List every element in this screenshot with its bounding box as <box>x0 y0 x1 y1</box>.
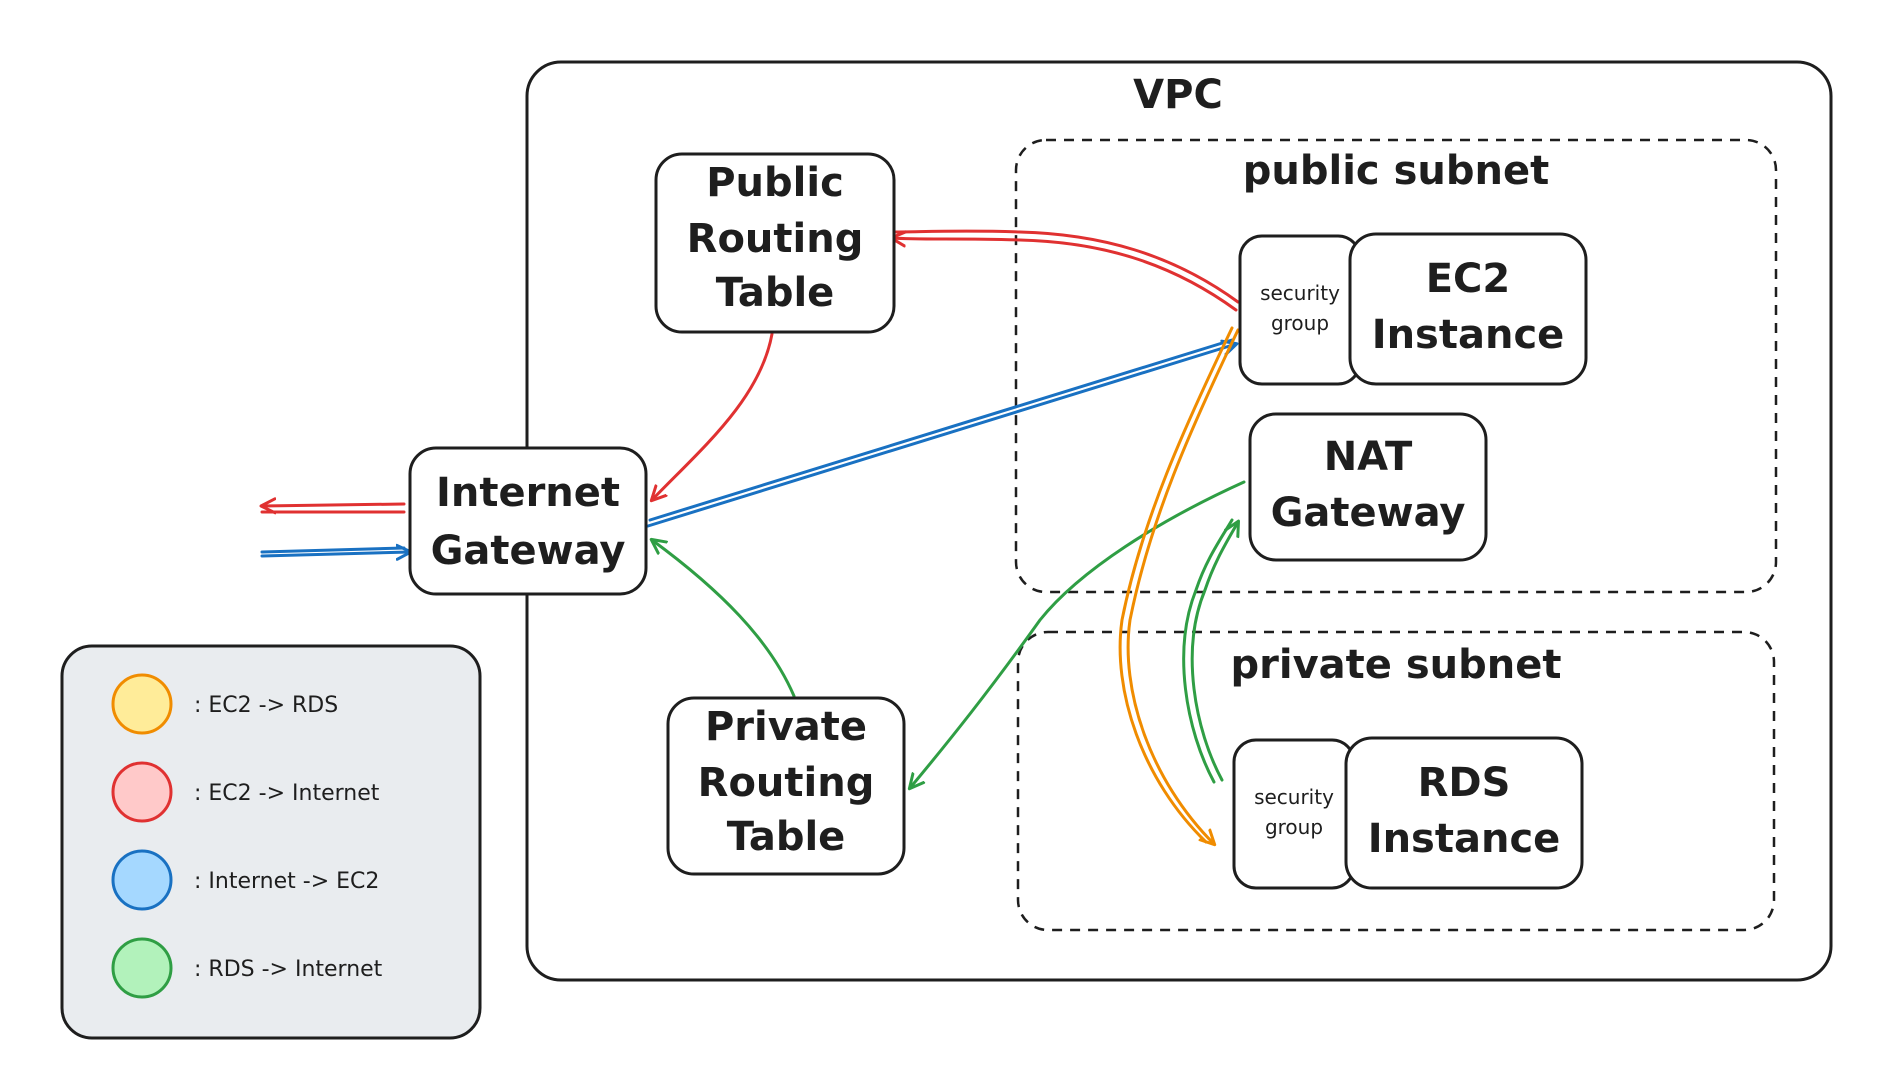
legend: : EC2 -> RDS : EC2 -> Internet : Interne… <box>60 644 482 1040</box>
edge-private-routing-table-to-internet-gateway <box>652 540 796 698</box>
private-routing-table-line2: Routing <box>698 760 875 806</box>
private-routing-table-node[interactable]: Private Routing Table <box>666 696 906 876</box>
ec2-security-group-line2: group <box>1271 311 1329 335</box>
private-routing-table-line3: Table <box>727 814 846 860</box>
rds-security-group-line1: security <box>1254 785 1334 809</box>
nat-gateway-line1: NAT <box>1324 434 1413 480</box>
legend-swatch-internet-to-ec2 <box>111 849 173 911</box>
public-subnet-label: public subnet <box>1243 148 1549 194</box>
ec2-security-group-line1: security <box>1260 281 1340 305</box>
edge-ec2-to-public-routing-table <box>892 238 1238 312</box>
rds-instance-line2: Instance <box>1368 816 1561 862</box>
legend-label-ec2-to-rds: : EC2 -> RDS <box>194 693 338 718</box>
internet-gateway-line2: Gateway <box>431 528 626 574</box>
edge-internet-gateway-to-ec2 <box>646 344 1236 528</box>
edge-internet-gateway-to-ec2-trace <box>648 338 1234 522</box>
ec2-instance-line1: EC2 <box>1426 256 1511 302</box>
edge-ec2-to-public-routing-table-trace <box>892 229 1240 304</box>
rds-security-group-node[interactable]: security group <box>1232 738 1356 890</box>
legend-swatch-ec2-to-internet <box>111 761 173 823</box>
edge-rds-to-nat-gateway <box>1190 522 1238 782</box>
edge-ec2-to-rds <box>1126 328 1240 844</box>
ec2-security-group-node[interactable]: security group <box>1238 234 1362 386</box>
public-routing-table-line3: Table <box>716 270 835 316</box>
public-routing-table-line2: Routing <box>687 216 864 262</box>
edge-internet-gateway-to-internet <box>262 504 406 506</box>
legend-panel <box>60 644 482 1040</box>
public-subnet <box>1014 138 1778 594</box>
edge-ec2-to-rds-trace <box>1118 326 1234 844</box>
private-subnet <box>1016 630 1776 932</box>
edge-public-routing-table-to-internet-gateway <box>652 332 774 500</box>
vpc-label: VPC <box>1133 72 1223 118</box>
private-routing-table-line1: Private <box>705 704 867 750</box>
public-routing-table-line1: Public <box>706 160 844 206</box>
edge-rds-to-nat-gateway-trace <box>1182 518 1234 784</box>
legend-swatch-rds-to-internet <box>111 937 173 999</box>
rds-instance-line1: RDS <box>1418 760 1511 806</box>
edge-nat-gateway-to-private-routing-table <box>910 480 1246 788</box>
rds-instance-node[interactable]: RDS Instance <box>1344 736 1584 890</box>
edge-internet-to-internet-gateway <box>260 552 410 556</box>
ec2-instance-node[interactable]: EC2 Instance <box>1348 232 1588 386</box>
internet-gateway-line1: Internet <box>436 470 620 516</box>
public-routing-table-node[interactable]: Public Routing Table <box>654 152 896 334</box>
nat-gateway-line2: Gateway <box>1271 490 1466 536</box>
rds-security-group-line2: group <box>1265 815 1323 839</box>
nat-gateway-node[interactable]: NAT Gateway <box>1248 412 1488 562</box>
private-subnet-label: private subnet <box>1231 642 1562 688</box>
legend-label-ec2-to-internet: : EC2 -> Internet <box>194 781 380 806</box>
legend-label-rds-to-internet: : RDS -> Internet <box>194 957 383 982</box>
internet-gateway-node[interactable]: Internet Gateway <box>408 446 648 596</box>
ec2-instance-line2: Instance <box>1372 312 1565 358</box>
legend-swatch-ec2-to-rds <box>111 673 173 735</box>
edge-internet-to-internet-gateway-trace <box>260 546 406 554</box>
legend-label-internet-to-ec2: : Internet -> EC2 <box>194 869 379 894</box>
